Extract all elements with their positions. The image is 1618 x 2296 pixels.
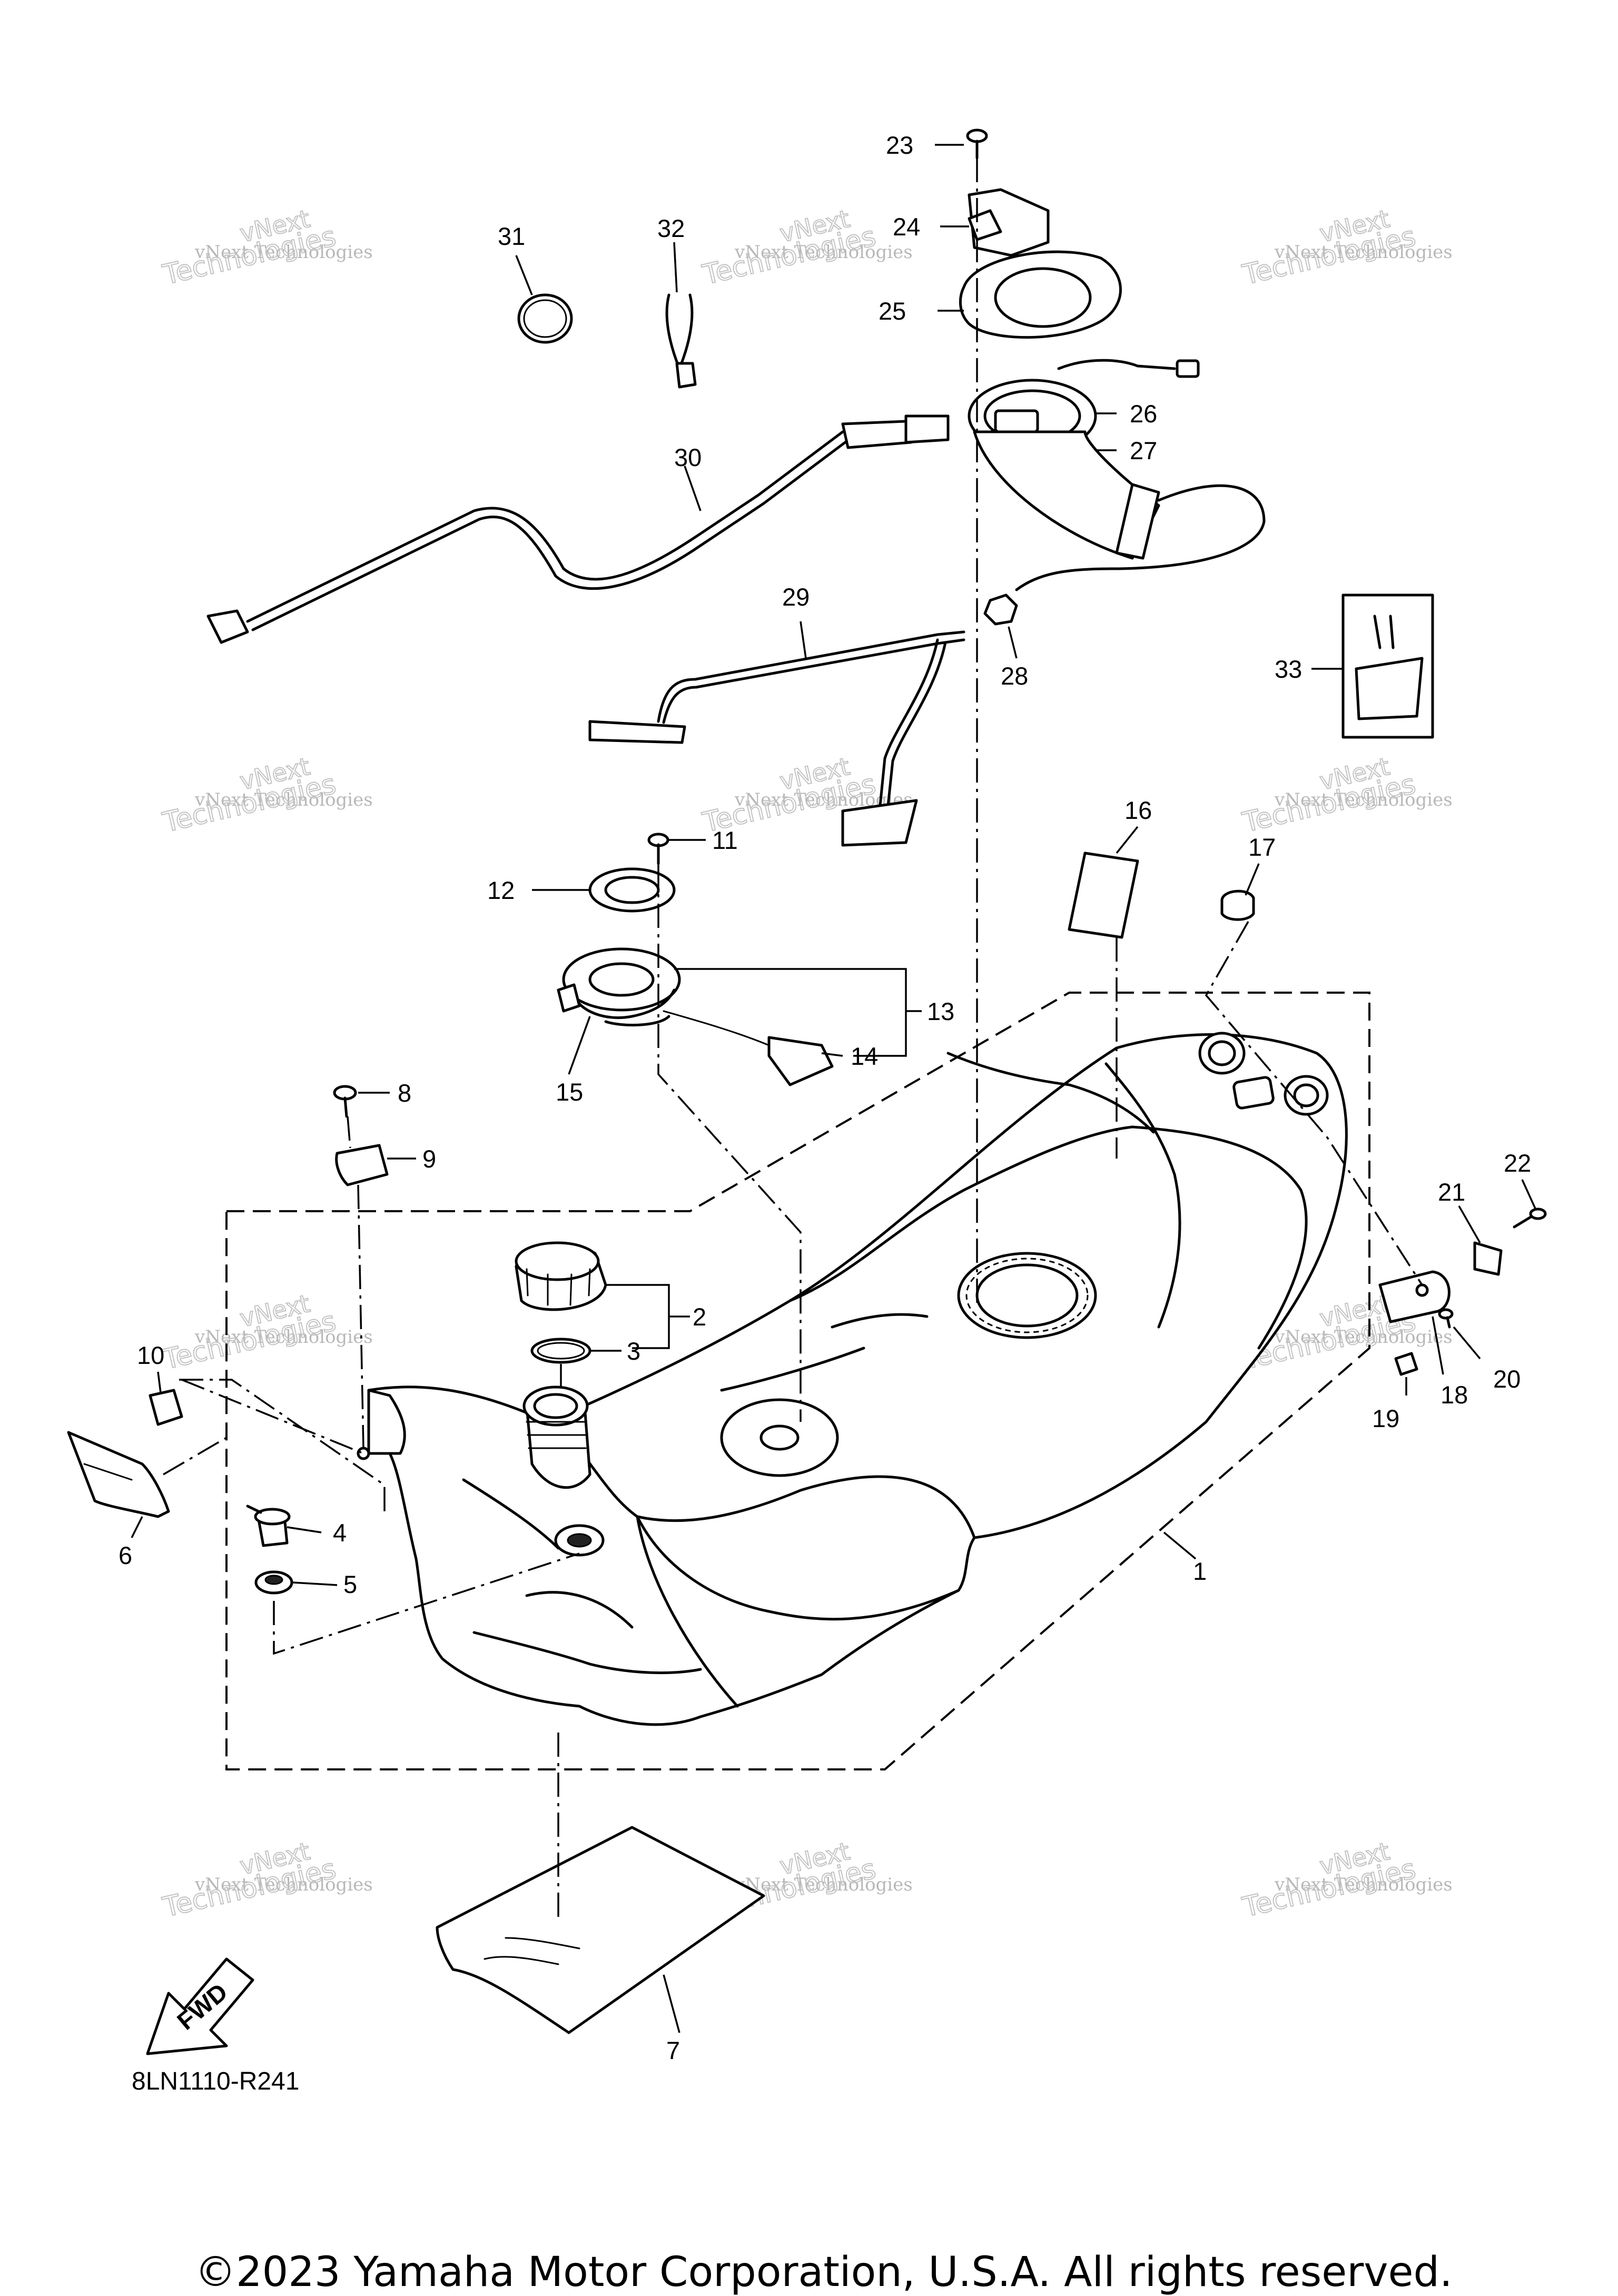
callout-15: 15 [556,1078,583,1106]
screw-20 [1438,1308,1454,1329]
pad-6 [67,1431,170,1518]
screw-8 [333,1085,357,1118]
svg-text:vNext Technologies: vNext Technologies [194,1874,373,1895]
watermark: vNext Technologies Technologies vNext [159,751,373,839]
cap-17 [1220,889,1255,921]
watermark: vNext Technologies Technologies vNext [1239,751,1453,839]
sheet-7 [436,1826,765,2034]
holder-24 [968,188,1050,257]
callout-27: 27 [1130,437,1157,464]
fuel-pump [968,359,1266,591]
clip-19 [1394,1352,1418,1376]
svg-text:vNext Technologies: vNext Technologies [734,1874,913,1895]
callout-19: 19 [1372,1404,1399,1432]
grommet-5 [254,1570,293,1595]
callout-12: 12 [487,876,515,904]
callout-17: 17 [1248,833,1276,861]
callout-20: 20 [1493,1365,1521,1393]
callout-5: 5 [343,1570,357,1598]
callout-29: 29 [782,583,810,611]
svg-text:vNext Technologies: vNext Technologies [1274,1874,1453,1895]
diagram-reference-code: 8LN1110-R241 [132,2067,300,2095]
gasket-12 [588,867,676,913]
callout-18: 18 [1441,1381,1468,1409]
bolt-4 [246,1505,291,1547]
clamp-31 [517,293,573,344]
callout-8: 8 [398,1079,411,1107]
svg-text:vNext Technologies: vNext Technologies [194,789,373,810]
callout-33: 33 [1275,655,1302,683]
svg-text:vNext Technologies: vNext Technologies [1274,789,1453,810]
callout-26: 26 [1130,400,1157,428]
watermark: vNext Technologies Technologies vNext [699,204,913,292]
bracket-18 [1378,1270,1451,1323]
label-16 [1068,852,1139,939]
copyright-notice: ©2023 Yamaha Motor Corporation, U.S.A. A… [195,2249,1453,2296]
fuel-tank [357,1032,1348,1726]
callout-25: 25 [879,297,906,325]
fuel-sender-13 [557,947,681,1027]
watermark: vNext Technologies Technologies vNext [1239,204,1453,292]
svg-text:vNext Technologies: vNext Technologies [1274,242,1453,263]
assembly-outline [225,992,1370,1770]
gasket-25 [959,250,1122,339]
callout-4: 4 [333,1519,347,1547]
svg-text:vNext Technologies: vNext Technologies [194,1327,373,1348]
callout-6: 6 [119,1541,132,1569]
callout-7: 7 [666,2036,680,2064]
band-32 [665,293,697,389]
bolt-22 [1513,1208,1547,1229]
callout-22: 22 [1504,1149,1531,1177]
callout-21: 21 [1438,1178,1465,1206]
fuel-hose-30 [206,414,950,644]
nut-28 [983,593,1018,626]
watermark: vNext Technologies Technologies vNext [159,1289,373,1377]
callout-14: 14 [851,1042,878,1070]
svg-text:vNext Technologies: vNext Technologies [1274,1327,1453,1348]
callout-2: 2 [693,1303,706,1331]
svg-text:vNext Technologies: vNext Technologies [734,242,913,263]
hose-29 [588,630,965,847]
callouts: 1 2 3 4 5 6 7 8 9 10 11 12 13 14 15 16 1… [119,131,1531,2064]
watermark: vNext Technologies Technologies vNext [159,204,373,292]
callout-16: 16 [1124,796,1152,824]
fuel-cap [515,1241,607,1311]
callout-32: 32 [657,214,685,242]
collar-9 [335,1144,389,1186]
watermark: vNext Technologies Technologies vNext [159,1836,373,1924]
callout-23: 23 [886,131,913,159]
bolt-11 [647,833,669,865]
callout-3: 3 [627,1337,640,1365]
leader-lines [131,144,1536,2033]
connector-14 [663,1010,834,1086]
fwd-arrow-icon: FWD [146,1957,254,2055]
callout-24: 24 [893,213,920,241]
callout-28: 28 [1001,662,1028,690]
callout-13: 13 [927,997,954,1025]
callout-10: 10 [137,1341,164,1369]
callout-30: 30 [674,443,702,471]
callout-31: 31 [498,222,525,250]
callout-1: 1 [1193,1557,1207,1585]
inset-33 [1341,593,1434,739]
bolt-23 [966,128,988,160]
damper-21 [1473,1241,1503,1276]
svg-text:vNext Technologies: vNext Technologies [194,242,373,263]
watermark: vNext Technologies Technologies vNext [1239,1836,1453,1924]
callout-9: 9 [422,1145,436,1173]
clip-10 [149,1389,183,1426]
callout-11: 11 [712,826,738,854]
